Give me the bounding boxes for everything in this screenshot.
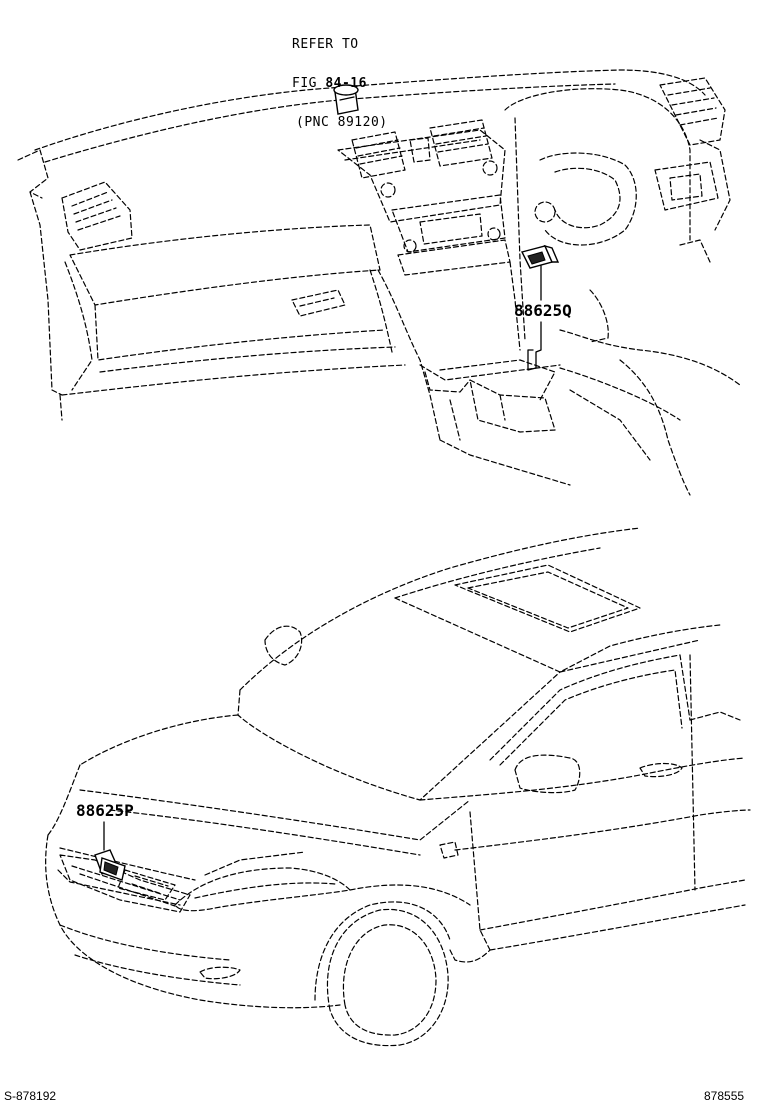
refer-fig-prefix: FIG (292, 76, 326, 91)
car-illustration (45, 527, 751, 1047)
sensor-part-88625q-icon (520, 244, 560, 301)
refer-pnc-line: (PNC 89120) (296, 115, 388, 130)
callout-88625q[interactable]: 88625Q (514, 301, 572, 320)
refer-fig-number[interactable]: 84-16 (325, 76, 367, 91)
illustration-number: S-878192 (4, 1089, 57, 1103)
leader-line-88625q (527, 321, 542, 371)
holder-part-icon (333, 84, 359, 115)
dashboard-illustration (17, 69, 741, 496)
refer-to-line: REFER TO (292, 37, 359, 52)
refer-fig-line: FIG 84-16 (292, 77, 388, 90)
sensor-part-88625p-icon (94, 849, 126, 881)
refer-to-note: REFER TO FIG 84-16 (PNC 89120) (292, 12, 388, 155)
callout-88625p[interactable]: 88625P (76, 801, 134, 820)
diagram-id: 878555 (704, 1089, 745, 1103)
